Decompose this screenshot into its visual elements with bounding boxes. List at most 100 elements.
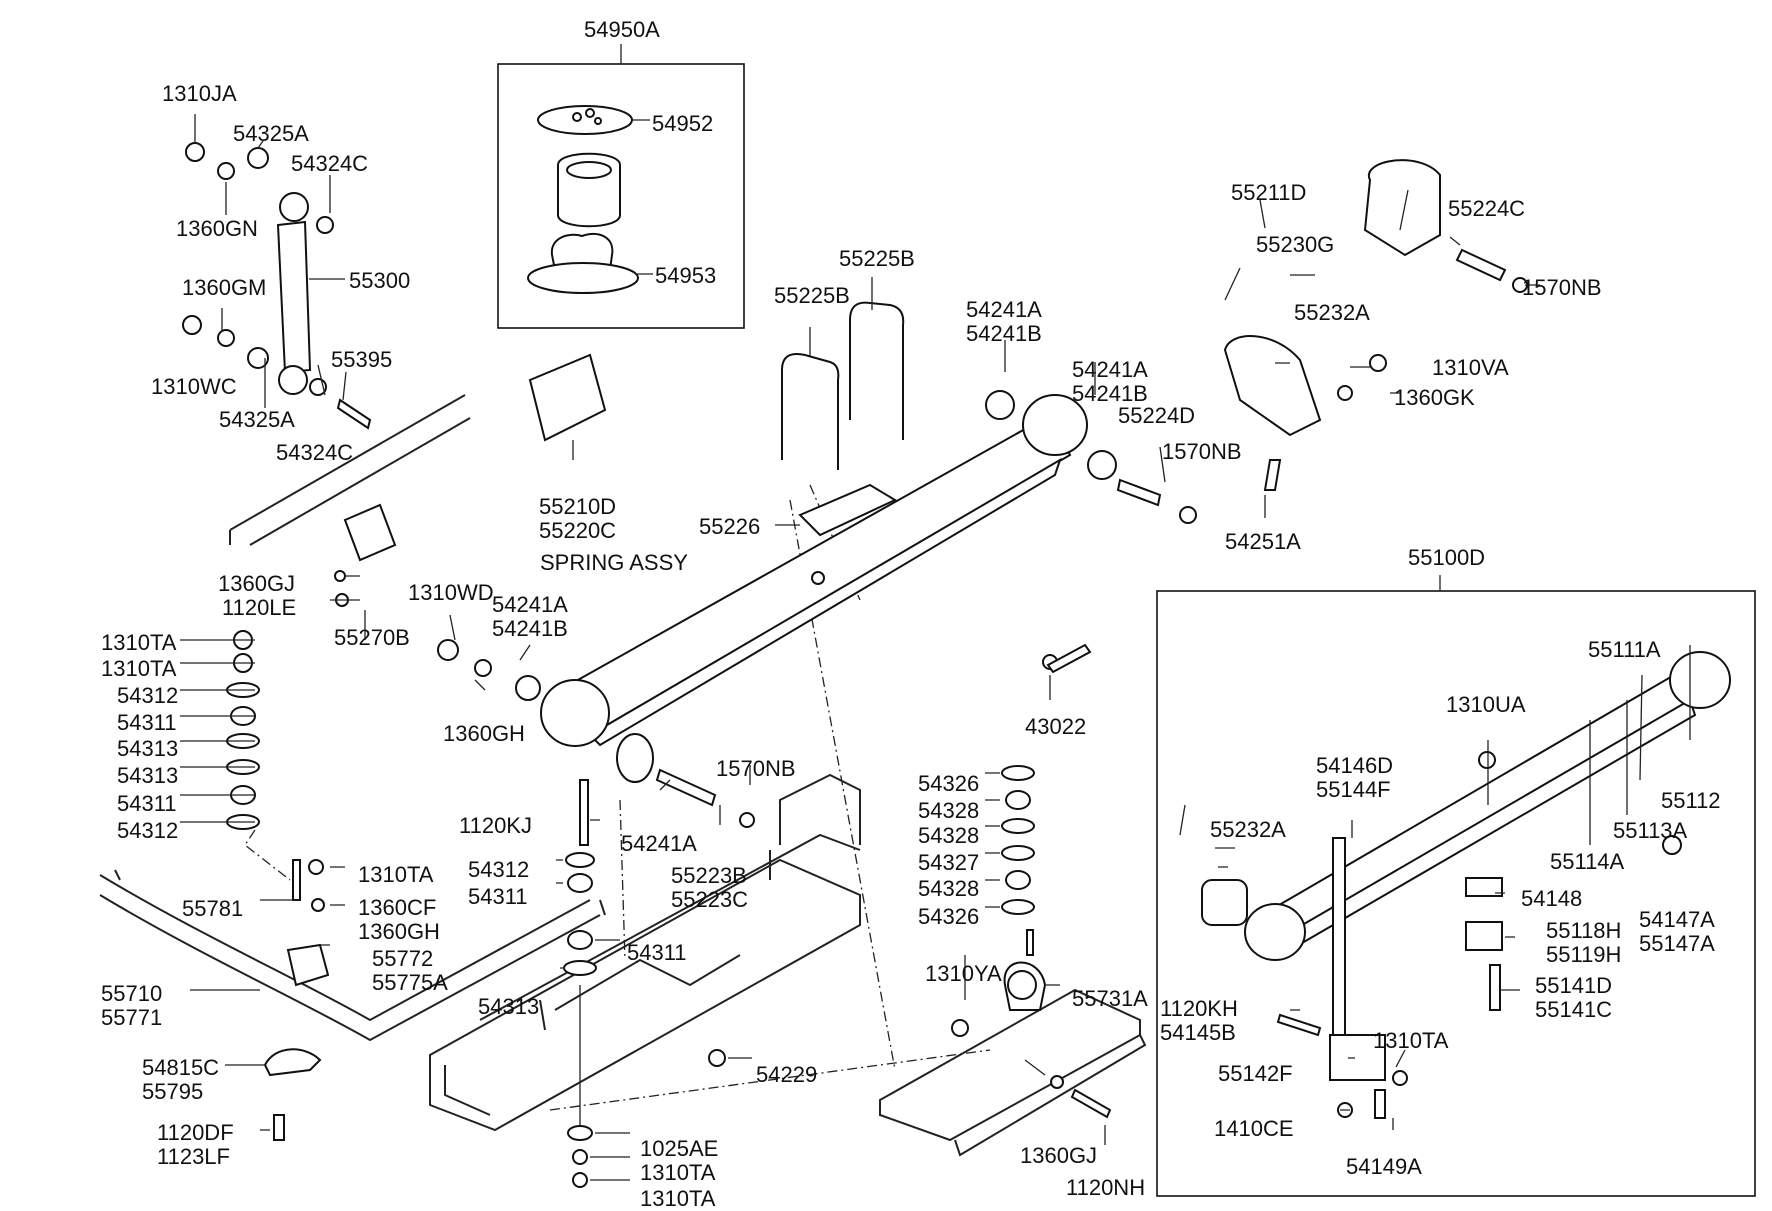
part-callout-1360gh-mid: 1360GH: [443, 721, 525, 746]
part-callout-55142f: 55142F: [1218, 1061, 1293, 1086]
leaf-spring-assembly: [540, 394, 1088, 747]
part-callout-1570nb-mid: 1570NB: [1162, 439, 1242, 464]
part-callout-55772-line2: 55775A: [372, 970, 448, 995]
part-callout-55223b-line2: 55223C: [671, 887, 748, 912]
kit-55100D-title: 55100D: [1408, 545, 1485, 570]
part-callout-55113a: 55113A: [1613, 818, 1688, 843]
part-callout-55710-line2: 55771: [101, 1005, 162, 1030]
part-callout-1570nb-low: 1570NB: [716, 756, 796, 781]
part-callout-55731a: 55731A: [1072, 986, 1148, 1011]
part-callout-1570nb-top: 1570NB: [1522, 275, 1602, 300]
part-callout-1120kj: 1120KJ: [459, 813, 532, 838]
part-callout-54328-c: 54328: [918, 876, 979, 901]
part-callout-54241a-left: 54241A: [492, 592, 568, 617]
part-callout-55270b: 55270B: [334, 625, 410, 650]
part-callout-1310ta-d: 1310TA: [640, 1186, 716, 1211]
part-callout-1310ua: 1310UA: [1446, 692, 1526, 717]
shock-absorber-55300: [276, 192, 372, 430]
part-callout-1310ta-a: 1310TA: [101, 630, 177, 655]
part-callout-55395: 55395: [331, 347, 392, 372]
u-bolts: [781, 301, 905, 537]
part-callout-54241a-mid-line2: 54241B: [1072, 381, 1148, 406]
part-callout-54147a: 54147A: [1639, 907, 1715, 932]
part-callout-55224d: 55224D: [1118, 403, 1195, 428]
part-callout-1120df: 1120DF: [157, 1120, 234, 1145]
part-callout-54241a-mid: 54241A: [1072, 357, 1148, 382]
part-callout-1120nh: 1120NH: [1066, 1175, 1145, 1200]
kit-54950A-box: [497, 44, 745, 329]
part-callout-55225b-left: 55225B: [774, 283, 850, 308]
part-callout-55225b-right: 55225B: [839, 246, 915, 271]
spring-assy-label: SPRING ASSY: [540, 550, 688, 575]
part-callout-1310va: 1310VA: [1432, 355, 1509, 380]
label-54953: 54953: [655, 263, 716, 288]
part-callout-1310ta-c: 1310TA: [640, 1160, 716, 1185]
part-callout-1360gm: 1360GM: [182, 275, 266, 300]
part-callout-54311-a: 54311: [117, 710, 177, 735]
part-callout-55223b: 55223B: [671, 863, 747, 888]
part-callout-55118h: 55118H: [1546, 918, 1621, 943]
hangers-and-brackets: [343, 159, 1441, 1011]
part-callout-54311-d: 54311: [627, 940, 687, 965]
part-callout-55710: 55710: [101, 981, 162, 1006]
part-callout-55111a: 55111A: [1588, 637, 1661, 662]
part-callout-54313-a: 54313: [117, 736, 178, 761]
part-callout-55141d: 55141D: [1535, 973, 1612, 998]
kit-55100D-box: [1156, 575, 1756, 1197]
part-callout-54815c: 54815C: [142, 1055, 219, 1080]
part-callout-55232a-top: 55232A: [1294, 300, 1370, 325]
part-callout-43022: 43022: [1025, 714, 1086, 739]
part-callout-55114a: 55114A: [1550, 849, 1625, 874]
part-callout-54313-c: 54313: [478, 994, 539, 1019]
part-callout-55232a-box: 55232A: [1210, 817, 1286, 842]
part-callout-54241a-top-line2: 54241B: [966, 321, 1042, 346]
part-callout-1025ae: 1025AE: [640, 1136, 718, 1161]
part-callout-1310wd: 1310WD: [408, 580, 494, 605]
part-callout-54312-b: 54312: [117, 818, 178, 843]
part-callout-1360gj-low: 1360GJ: [1020, 1143, 1097, 1168]
part-callout-54312-c: 54312: [468, 857, 529, 882]
part-callout-1310ta-box: 1310TA: [1373, 1028, 1449, 1053]
part-callout-55211d: 55211D: [1231, 180, 1306, 205]
part-callout-54325a-bottom: 54325A: [219, 407, 295, 432]
part-callout-1120kh: 1120KH: [1160, 996, 1238, 1021]
part-callout-55210d-line2: 55220C: [539, 518, 616, 543]
part-callout-1120df-line2: 1123LF: [157, 1144, 230, 1169]
leader-lines: [180, 114, 1691, 1181]
frame-outline: [99, 394, 1147, 1157]
part-callout-54328-a: 54328: [918, 798, 979, 823]
part-callout-54148: 54148: [1521, 886, 1582, 911]
part-callout-54326-b: 54326: [918, 904, 979, 929]
part-callout-1410ce: 1410CE: [1214, 1116, 1294, 1141]
part-callout-54312-a: 54312: [117, 683, 178, 708]
part-callout-1120kh-line2: 54145B: [1160, 1020, 1236, 1045]
label-54952: 54952: [652, 111, 713, 136]
part-callout-54146d-line2: 55144F: [1316, 777, 1391, 802]
part-callout-1310wc: 1310WC: [151, 374, 237, 399]
part-callout-54311-b: 54311: [117, 791, 177, 816]
part-callout-55230g: 55230G: [1256, 232, 1334, 257]
part-callout-55772: 55772: [372, 946, 433, 971]
part-callout-55224c: 55224C: [1448, 196, 1525, 221]
part-callout-1360cf: 1360CF: [358, 895, 436, 920]
part-callout-1360gk: 1360GK: [1394, 385, 1475, 410]
part-callout-1310ta-b: 1310TA: [101, 656, 177, 681]
part-callout-54149a: 54149A: [1346, 1154, 1422, 1179]
part-callout-1360gn: 1360GN: [176, 216, 258, 241]
part-callout-54328-b: 54328: [918, 823, 979, 848]
part-callout-55226: 55226: [699, 514, 760, 539]
part-callout-54327: 54327: [918, 850, 979, 875]
part-callout-1310ya: 1310YA: [925, 961, 1002, 986]
part-callout-1310ta-e: 1310TA: [358, 862, 434, 887]
part-callout-1310ja: 1310JA: [162, 81, 237, 106]
part-callout-1120le: 1120LE: [222, 595, 296, 620]
kit-54950A-title: 54950A: [584, 17, 660, 42]
part-callout-54325a-top: 54325A: [233, 121, 309, 146]
part-callout-54324c-top: 54324C: [291, 151, 368, 176]
part-callout-54251a: 54251A: [1225, 529, 1301, 554]
part-callout-54311-c: 54311: [468, 884, 528, 909]
part-callout-55118h-line2: 55119H: [1546, 942, 1621, 967]
part-callout-54146d: 54146D: [1316, 753, 1393, 778]
